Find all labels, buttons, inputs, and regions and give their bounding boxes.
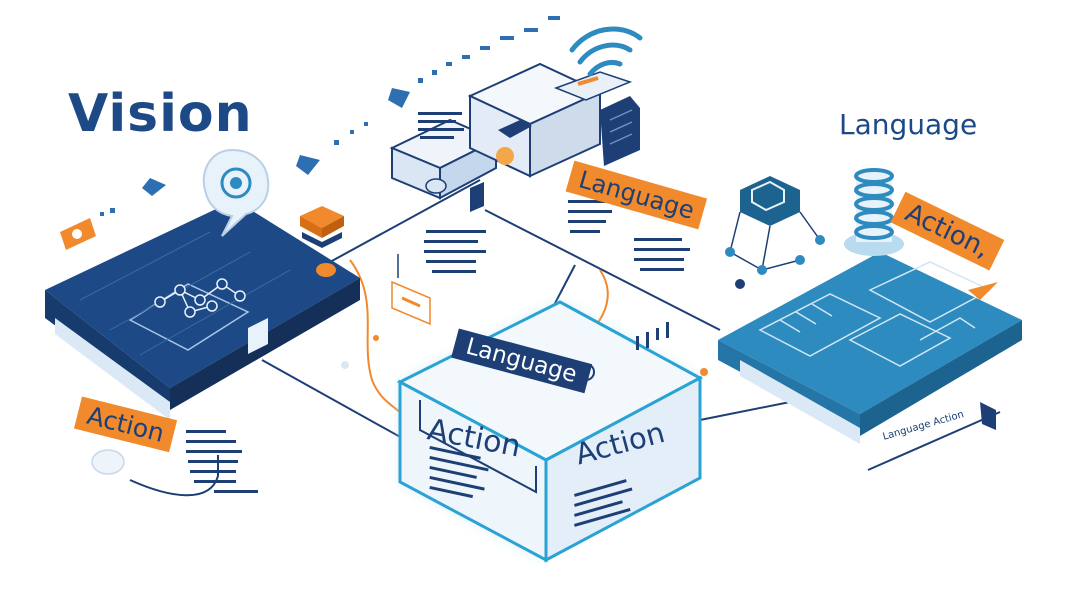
wifi-signal-icon [572, 29, 640, 74]
node-graph-icon [725, 176, 825, 289]
language-heading: Language [839, 108, 977, 141]
stacked-layers-icon [300, 206, 344, 248]
callout-box [392, 254, 430, 324]
vision-heading: Vision [68, 84, 253, 144]
cup-icon [92, 450, 124, 474]
right-platform [718, 252, 1022, 444]
gear-icon [60, 218, 96, 250]
small-node [341, 361, 349, 369]
